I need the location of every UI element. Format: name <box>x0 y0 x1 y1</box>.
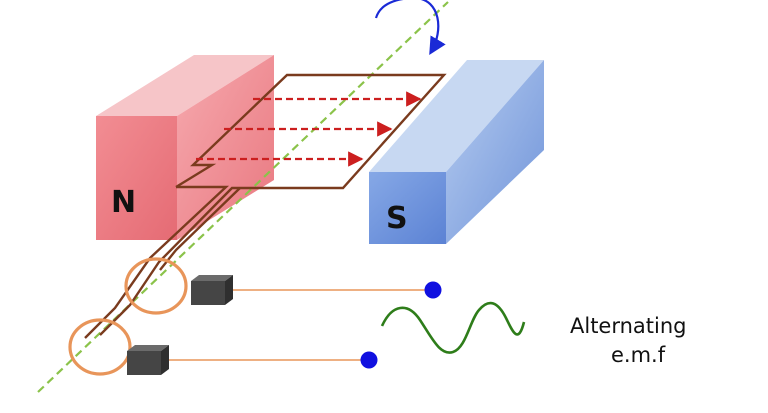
north-magnet: N <box>96 55 274 240</box>
sine-wave-icon <box>380 301 526 354</box>
slip-ring-upper <box>124 257 188 315</box>
coil-wire <box>99 73 447 336</box>
brush-lower <box>127 345 169 375</box>
north-magnet-top <box>96 55 274 116</box>
south-magnet: S <box>369 60 544 244</box>
coil-wire-lead <box>159 187 241 271</box>
south-magnet-side <box>446 60 544 244</box>
north-magnet-front <box>96 116 177 240</box>
north-magnet-side <box>177 55 274 240</box>
rotation-arrow-icon <box>374 0 446 56</box>
south-magnet-front <box>369 172 446 244</box>
slip-ring-lower <box>68 318 132 376</box>
south-magnet-top <box>369 60 544 172</box>
terminal-dot-lower <box>360 351 378 369</box>
output-label-line1: Alternating <box>570 314 687 338</box>
brush-upper <box>191 275 233 305</box>
output-label-line2: e.m.f <box>611 343 666 367</box>
magnetic-field-arrows <box>196 91 422 167</box>
north-pole-label: N <box>111 185 136 220</box>
terminal-dot-upper <box>424 281 442 299</box>
south-pole-label: S <box>386 201 408 236</box>
